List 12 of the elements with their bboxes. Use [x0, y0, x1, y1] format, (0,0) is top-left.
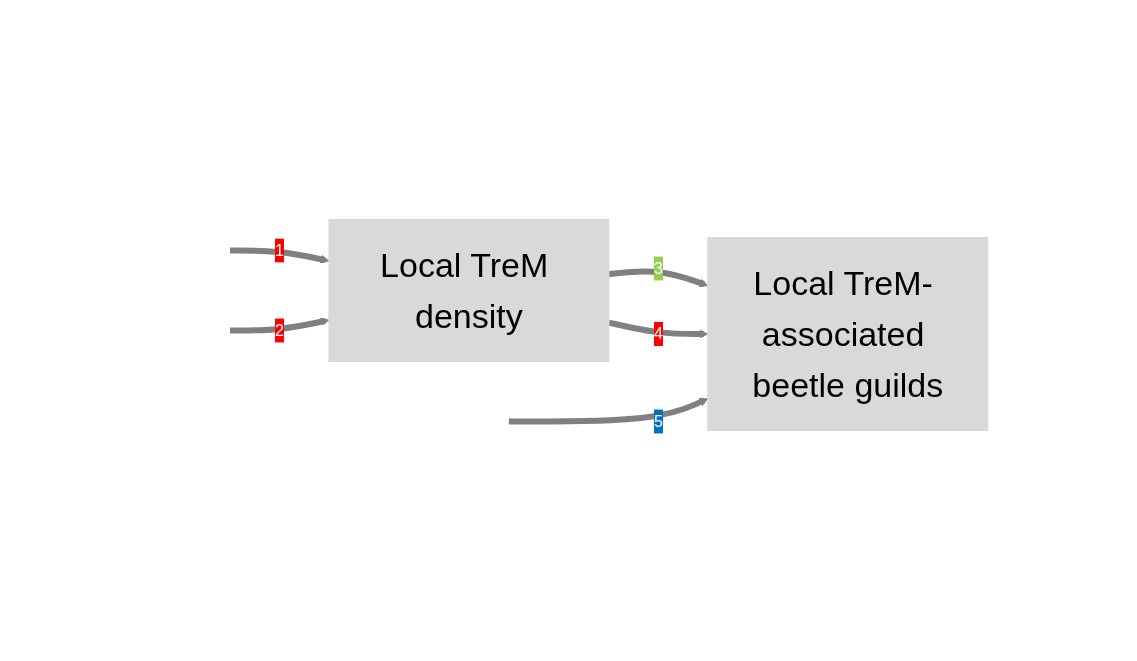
arrow	[229, 247, 329, 264]
edge-label: 5	[653, 412, 663, 430]
edge-label: 4	[653, 325, 663, 342]
arrow	[229, 317, 329, 334]
node-box: Local TreM- associated beetle guilds	[706, 237, 988, 431]
edge-label: 2	[274, 321, 284, 339]
edge-label: 1	[274, 241, 284, 259]
arrow	[508, 397, 708, 425]
arrow	[608, 268, 708, 288]
edge-label: 3	[653, 259, 663, 277]
arrow	[607, 319, 708, 339]
node-box: Local TreM density	[328, 219, 609, 362]
